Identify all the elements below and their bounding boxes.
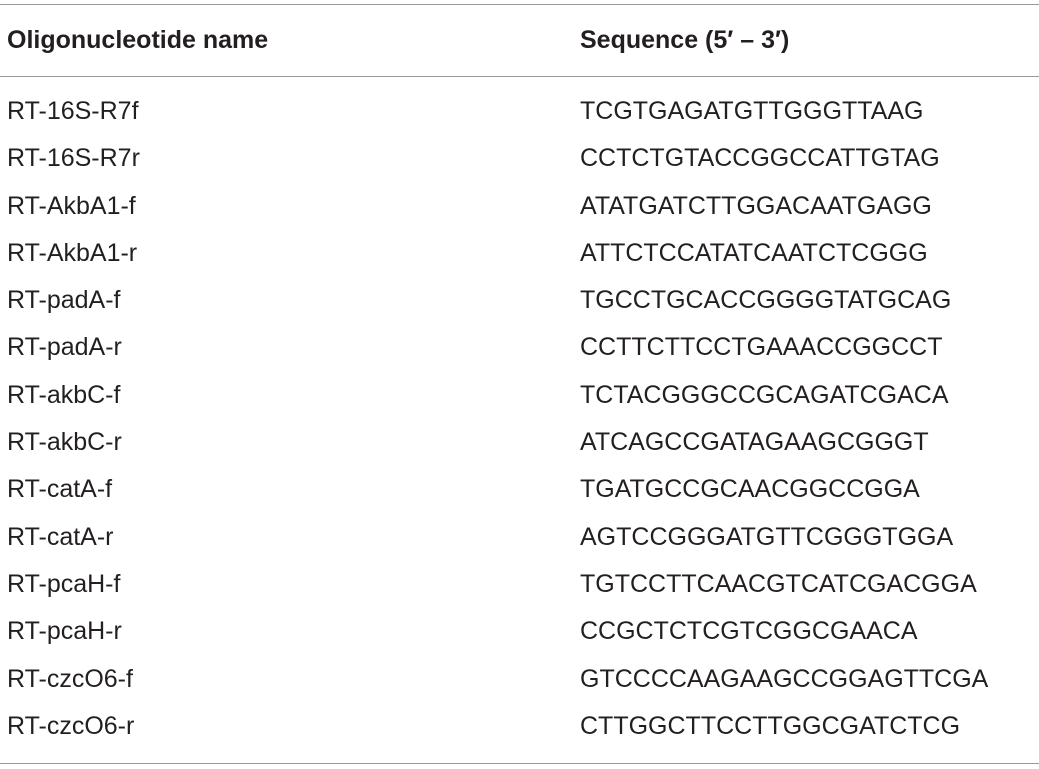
table-row: RT-padA-r CCTTCTTCCTGAAACCGGCCT <box>0 324 1039 371</box>
table-row: RT-akbC-f TCTACGGGCCGCAGATCGACA <box>0 372 1039 419</box>
sequence-cell: CTTGGCTTCCTTGGCGATCTCG <box>580 711 961 740</box>
oligo-name-cell: RT-czcO6-f <box>7 664 133 693</box>
table-row: RT-czcO6-f GTCCCCAAGAAGCCGGAGTTCGA <box>0 656 1039 703</box>
table-header-row: Oligonucleotide name Sequence (5′ – 3′) <box>0 4 1039 76</box>
oligo-name-cell: RT-AkbA1-f <box>7 191 136 220</box>
sequence-cell: AGTCCGGGATGTTCGGGTGGA <box>580 522 954 551</box>
oligo-name-cell: RT-16S-R7f <box>7 97 139 125</box>
table-row: RT-AkbA1-r ATTCTCCATATCAATCTCGGG <box>0 230 1039 277</box>
table-row: RT-16S-R7f TCGTGAGATGTTGGGTTAAG <box>0 88 1039 135</box>
header-sequence: Sequence (5′ – 3′) <box>580 25 790 54</box>
table-row: RT-AkbA1-f ATATGATCTTGGACAATGAGG <box>0 183 1039 230</box>
sequence-cell: ATATGATCTTGGACAATGAGG <box>580 191 932 220</box>
table-row: RT-pcaH-f TGTCCTTCAACGTCATCGACGGA <box>0 561 1039 608</box>
oligo-name-cell: RT-padA-r <box>7 333 122 362</box>
table-row: RT-czcO6-r CTTGGCTTCCTTGGCGATCTCG <box>0 703 1039 750</box>
oligo-name-cell: RT-pcaH-r <box>7 617 122 646</box>
table-bottom-rule <box>0 763 1039 764</box>
oligo-name-cell: RT-czcO6-r <box>7 711 135 740</box>
table-body: RT-16S-R7f TCGTGAGATGTTGGGTTAAG RT-16S-R… <box>0 88 1039 750</box>
table-row: RT-catA-f TGATGCCGCAACGGCCGGA <box>0 466 1039 513</box>
sequence-cell: CCGCTCTCGTCGGCGAACA <box>580 617 918 646</box>
table-row: RT-padA-f TGCCTGCACCGGGGTATGCAG <box>0 277 1039 324</box>
sequence-cell: GTCCCCAAGAAGCCGGAGTTCGA <box>580 664 989 693</box>
oligo-name-cell: RT-16S-R7r <box>7 144 140 173</box>
oligo-name-cell: RT-AkbA1-r <box>7 238 138 267</box>
sequence-cell: ATTCTCCATATCAATCTCGGG <box>580 238 928 267</box>
sequence-cell: TGCCTGCACCGGGGTATGCAG <box>580 286 952 315</box>
header-oligonucleotide-name: Oligonucleotide name <box>7 25 269 54</box>
table-row: RT-16S-R7r CCTCTGTACCGGCCATTGTAG <box>0 135 1039 182</box>
oligo-name-cell: RT-pcaH-f <box>7 569 121 598</box>
sequence-cell: TCGTGAGATGTTGGGTTAAG <box>580 97 924 125</box>
sequence-cell: CCTTCTTCCTGAAACCGGCCT <box>580 333 943 362</box>
oligo-name-cell: RT-catA-f <box>7 475 113 504</box>
sequence-cell: TGATGCCGCAACGGCCGGA <box>580 475 920 504</box>
table-row: RT-akbC-r ATCAGCCGATAGAAGCGGGT <box>0 419 1039 466</box>
oligo-name-cell: RT-catA-r <box>7 522 114 551</box>
sequence-cell: TCTACGGGCCGCAGATCGACA <box>580 380 949 409</box>
oligo-name-cell: RT-akbC-r <box>7 428 122 457</box>
table-header-rule <box>0 76 1039 77</box>
table-row: RT-catA-r AGTCCGGGATGTTCGGGTGGA <box>0 514 1039 561</box>
oligo-name-cell: RT-padA-f <box>7 286 121 315</box>
sequence-cell: CCTCTGTACCGGCCATTGTAG <box>580 144 940 173</box>
table-row: RT-pcaH-r CCGCTCTCGTCGGCGAACA <box>0 608 1039 655</box>
table-top-rule <box>0 4 1039 5</box>
sequence-cell: ATCAGCCGATAGAAGCGGGT <box>580 428 929 457</box>
oligo-name-cell: RT-akbC-f <box>7 380 121 409</box>
sequence-cell: TGTCCTTCAACGTCATCGACGGA <box>580 569 977 598</box>
